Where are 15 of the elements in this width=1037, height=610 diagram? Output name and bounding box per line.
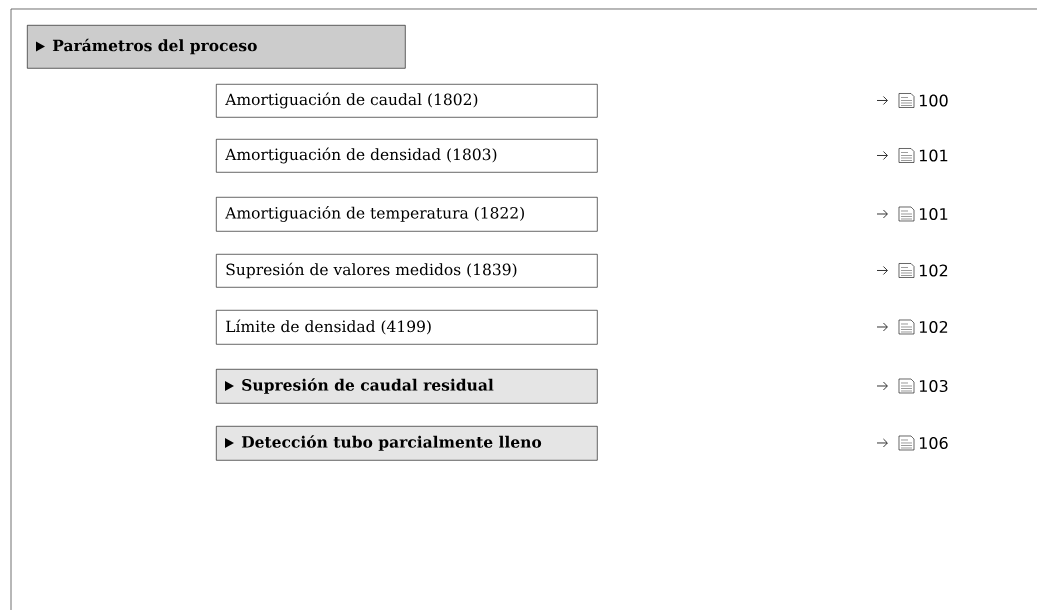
page-number: 102 bbox=[919, 320, 948, 334]
page-number: 106 bbox=[919, 436, 948, 450]
menu-heading-box: Parámetros del proceso bbox=[27, 25, 406, 69]
parameter-box: Amortiguación de temperatura (1822) bbox=[216, 197, 598, 232]
parameter-box: Supresión de valores medidos (1839) bbox=[216, 254, 598, 288]
page-number: 102 bbox=[919, 264, 948, 277]
parameter-box: Amortiguación de densidad (1803) bbox=[216, 139, 598, 173]
parameter-box: Amortiguación de caudal (1802) bbox=[216, 84, 598, 118]
page-number: 101 bbox=[919, 207, 948, 221]
submenu-box: Supresión de caudal residual bbox=[216, 369, 598, 404]
page-number: 101 bbox=[919, 149, 948, 162]
page-number: 100 bbox=[919, 94, 948, 107]
parameter-box: Límite de densidad (4199) bbox=[216, 310, 598, 345]
page-number: 103 bbox=[919, 379, 948, 393]
submenu-box: Detección tubo parcialmente lleno bbox=[216, 426, 598, 461]
